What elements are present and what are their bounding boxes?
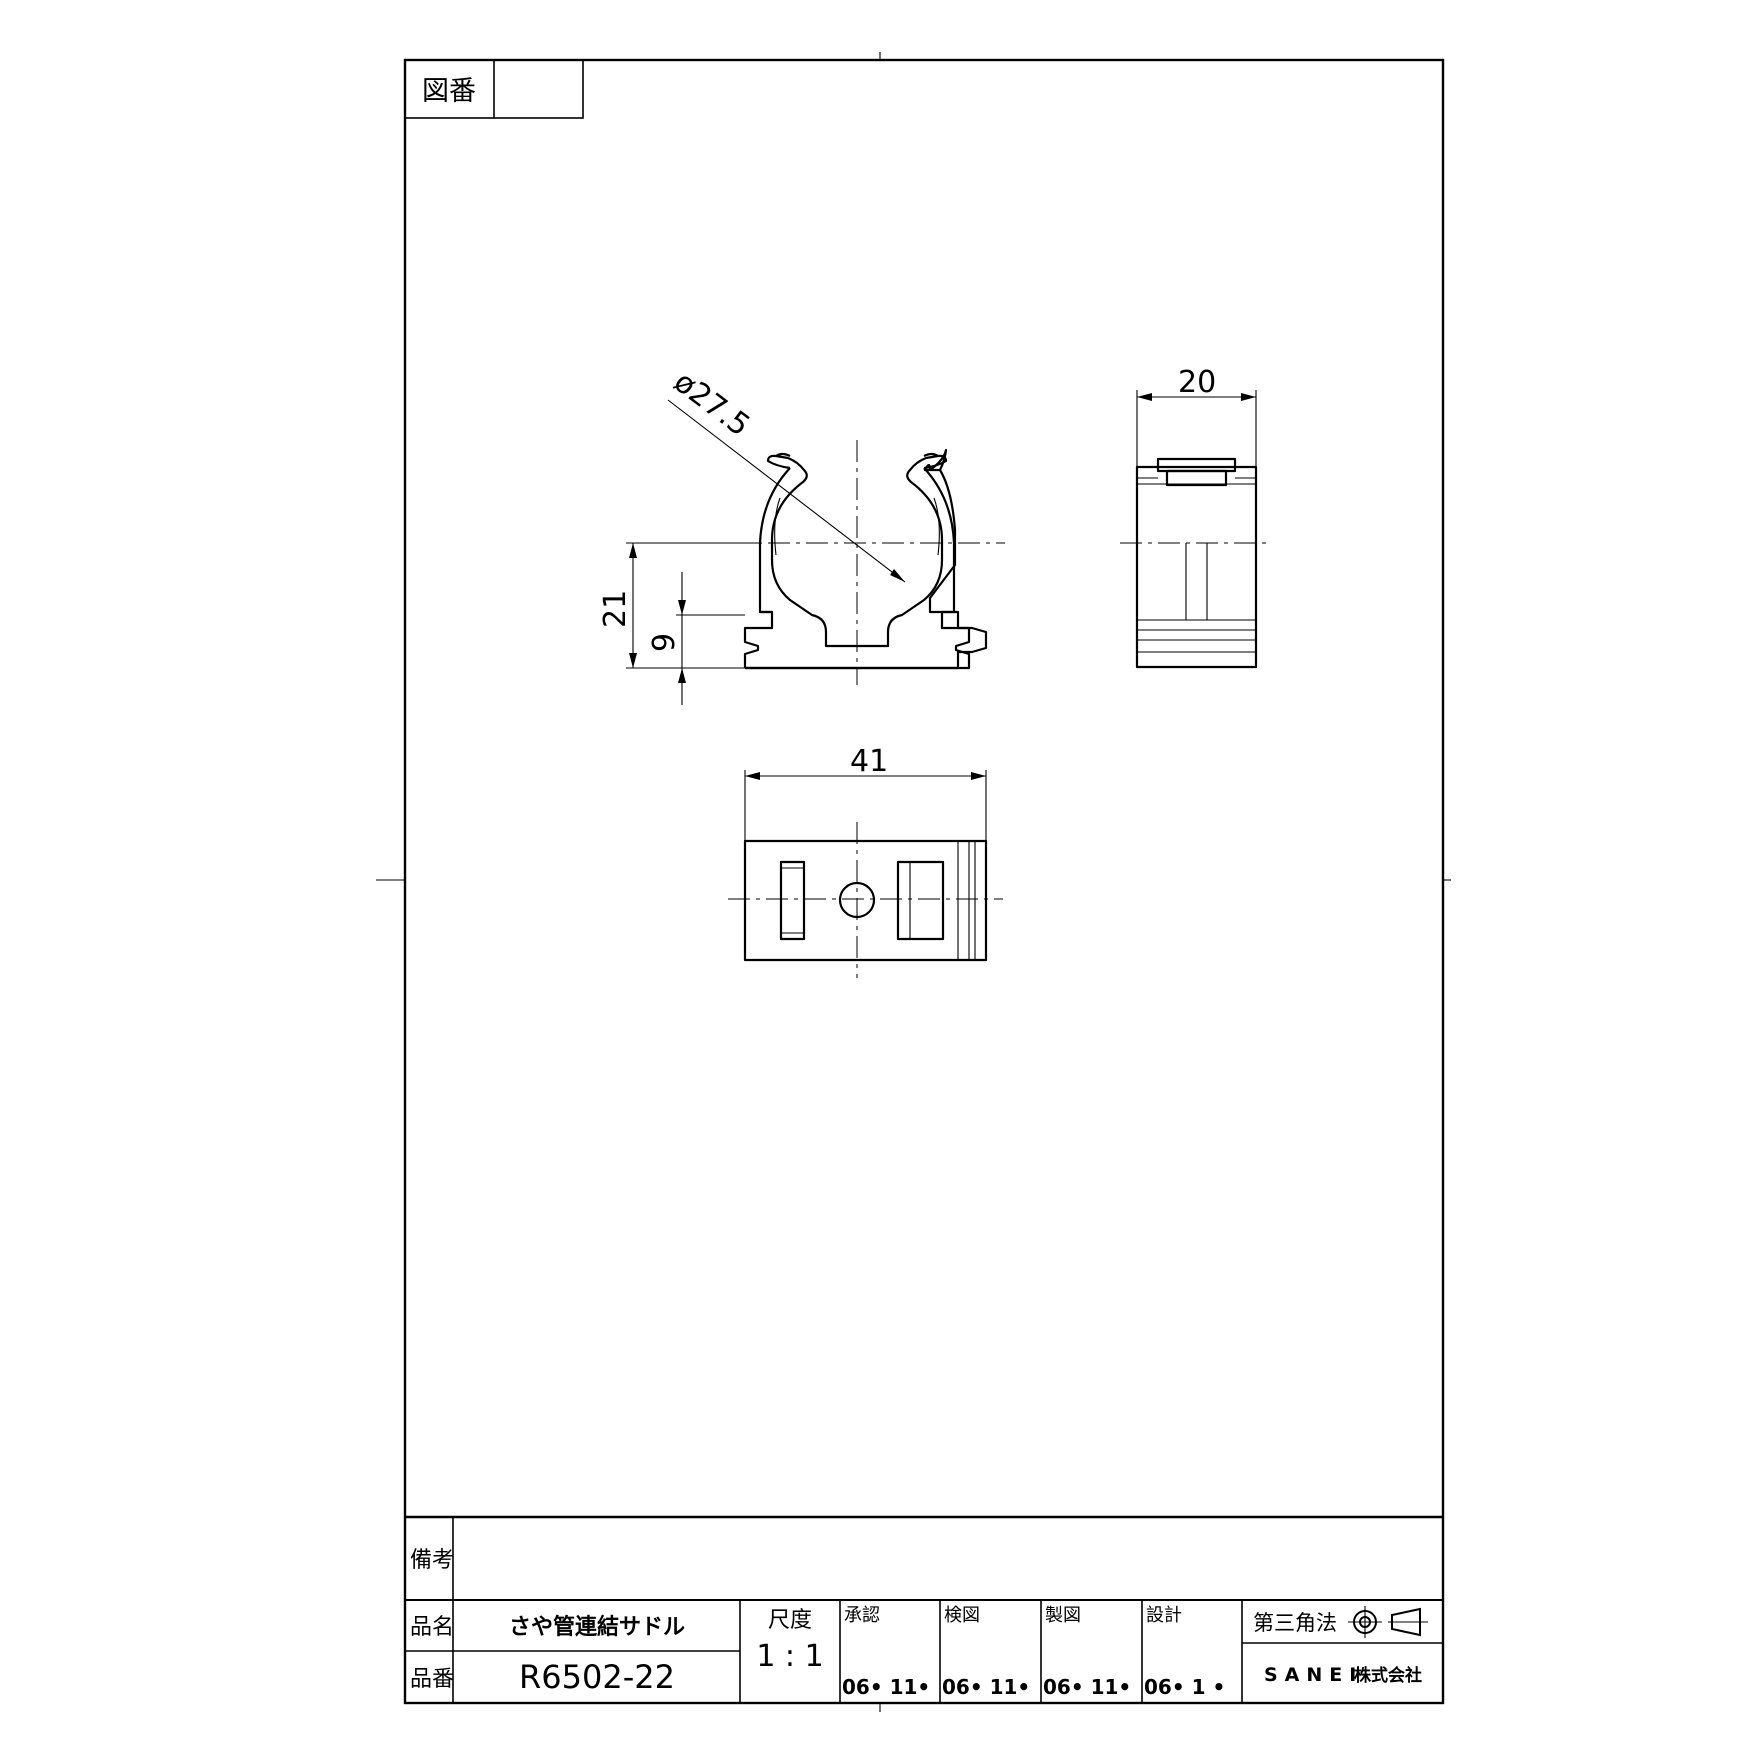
bottom-width-dim-text: 41 (850, 744, 888, 779)
scale-label: 尺度 (768, 1608, 812, 1633)
drawing-number-label: 図番 (422, 76, 476, 107)
side-width-dim-text: 20 (1178, 365, 1216, 400)
product-name-label: 品名 (410, 1615, 454, 1640)
drawing-number-box: 図番 (404, 59, 584, 119)
title-block: 備考 品名 さや管連結サドル 品番 R6502-22 尺度 1 : 1 承認 0… (405, 1515, 1443, 1703)
company-name: SANEI (1264, 1664, 1363, 1686)
drafting-date: 06• 11• (1043, 1675, 1131, 1699)
side-view: 20 (1120, 365, 1270, 669)
check-label: 検図 (944, 1605, 980, 1626)
drawing-frame (403, 58, 1445, 1705)
design-date: 06• 1 • (1144, 1675, 1225, 1699)
height-slot-dim-text: 9 (647, 633, 682, 652)
scale-value: 1 : 1 (756, 1639, 823, 1674)
diameter-leader (667, 399, 906, 583)
product-number-label: 品番 (410, 1667, 454, 1692)
projection-label: 第三角法 (1253, 1611, 1337, 1635)
approval-date: 06• 11• (842, 1675, 930, 1699)
product-number: R6502-22 (519, 1658, 675, 1696)
height-total-dim-text: 21 (598, 590, 633, 628)
third-angle-projection-icon (1348, 1606, 1428, 1638)
product-name: さや管連結サドル (509, 1614, 685, 1640)
design-label: 設計 (1146, 1605, 1182, 1626)
company-suffix: 株式会社 (1354, 1665, 1422, 1686)
drafting-label: 製図 (1045, 1605, 1081, 1626)
diameter-dim-text: ø27.5 (667, 364, 756, 443)
remarks-label: 備考 (410, 1548, 454, 1573)
front-view: ø27.5 21 9 (598, 364, 1005, 705)
approval-label: 承認 (844, 1605, 880, 1626)
bottom-view: 41 (728, 744, 1003, 978)
check-date: 06• 11• (942, 1675, 1030, 1699)
